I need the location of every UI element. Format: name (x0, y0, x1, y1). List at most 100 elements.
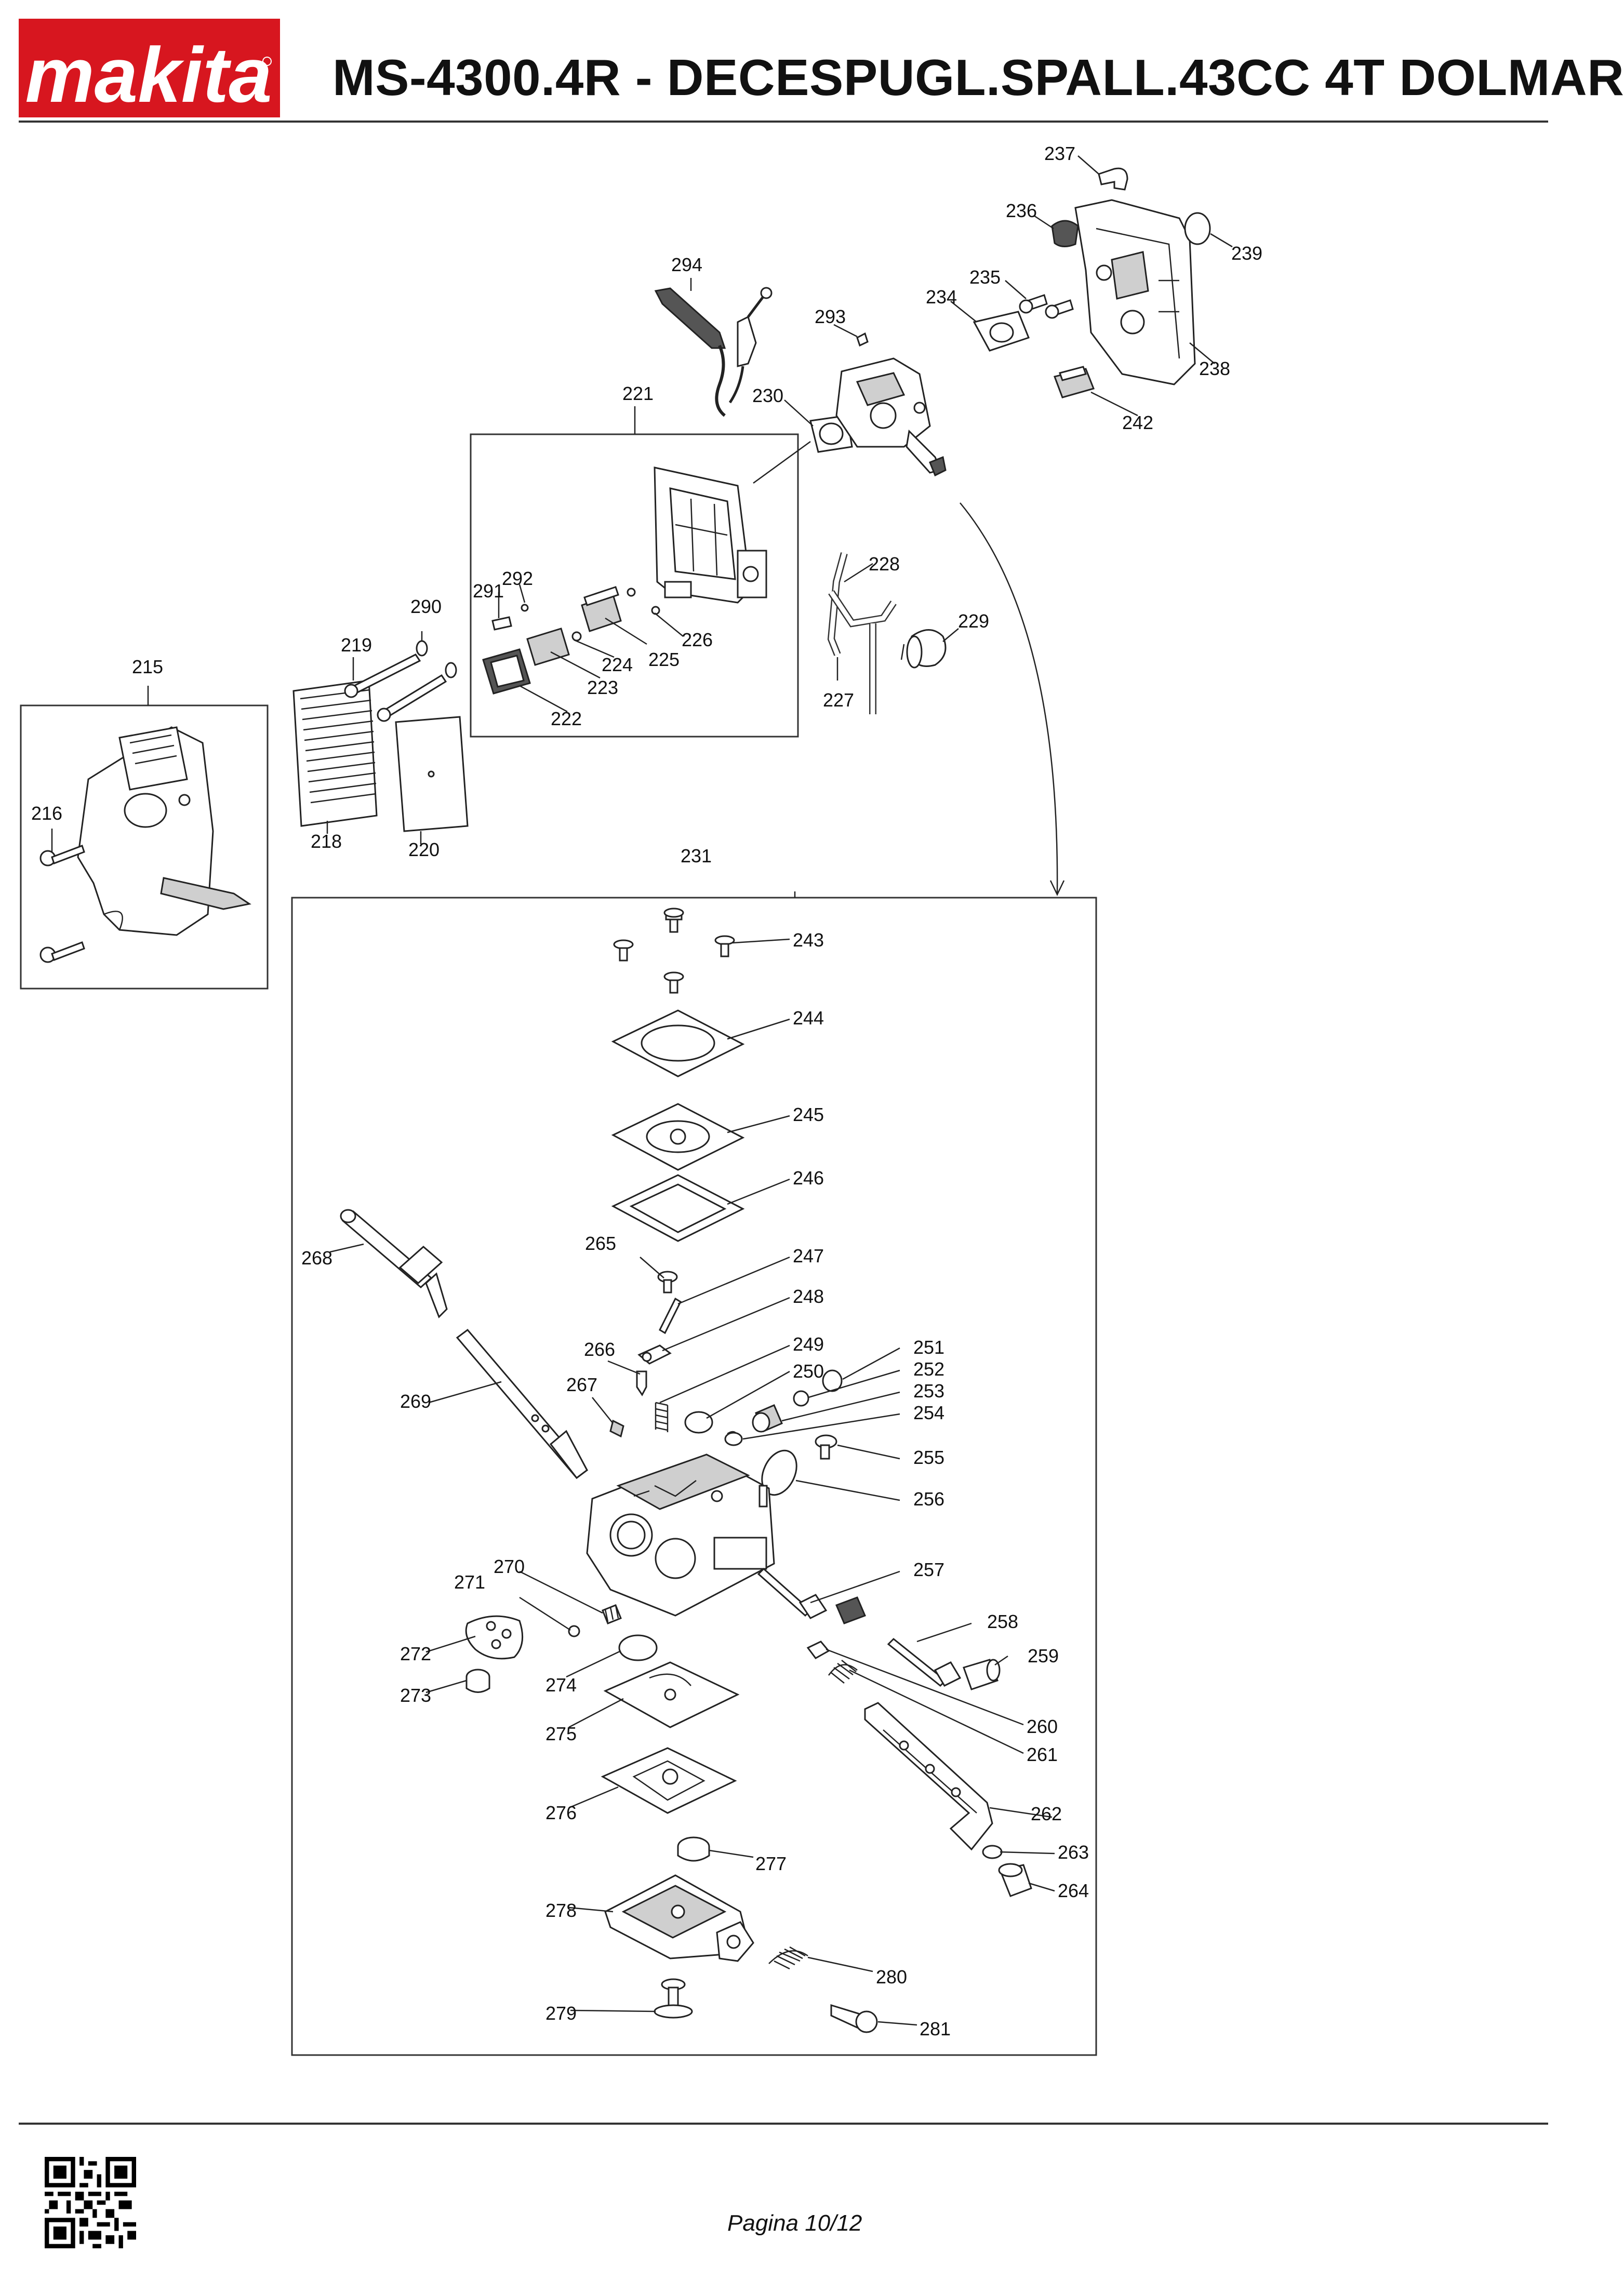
o-ring-239 (1184, 212, 1211, 245)
part-267 (609, 1419, 624, 1438)
part-label: 293 (815, 306, 846, 327)
part-label: 248 (793, 1286, 824, 1307)
screw-216 (39, 845, 85, 963)
makita-logo: makita (19, 19, 280, 118)
part-label: 215 (132, 656, 163, 677)
part-label: 236 (1006, 200, 1037, 221)
throttle-lever-262 (864, 1702, 993, 1851)
part-label: 238 (1199, 358, 1230, 379)
air-filter-218 (292, 679, 378, 827)
part-label: 290 (410, 596, 442, 617)
spring-249 (655, 1402, 669, 1432)
part-label: 280 (876, 1966, 907, 1988)
screw-255 (815, 1434, 837, 1460)
plug-253 (752, 1404, 783, 1433)
part-label: 235 (969, 266, 1001, 288)
part-label: 226 (682, 629, 713, 650)
part-label: 268 (301, 1247, 332, 1269)
part-label: 237 (1044, 143, 1075, 164)
exploded-parts-diagram: 215 216 218 219 220 221 222 223 224 225 … (20, 143, 1262, 2056)
lever-248 (637, 1344, 672, 1365)
part-label: 239 (1231, 243, 1262, 264)
part-label: 277 (755, 1853, 787, 1874)
part-label: 256 (913, 1488, 944, 1510)
throttle-shaft-269 (456, 1328, 589, 1479)
needle-266 (636, 1370, 647, 1396)
part-label: 270 (494, 1556, 525, 1577)
part-label: 222 (551, 708, 582, 729)
cap-273 (465, 1669, 490, 1693)
clip-260 (806, 1641, 830, 1659)
plate-272 (465, 1615, 524, 1660)
throttle-cable-294 (654, 287, 773, 417)
carburetor-box (291, 897, 1097, 2056)
screw-293 (856, 332, 869, 347)
ball-250 (793, 1390, 809, 1407)
air-cover-part (77, 726, 251, 936)
clip-242 (1054, 366, 1095, 398)
oring-252 (684, 1411, 713, 1434)
part-labels: 215 216 218 219 220 221 222 223 224 225 … (31, 143, 1262, 2039)
intake-insulator-234 (973, 311, 1030, 352)
part-label: 292 (502, 568, 533, 589)
part-label: 281 (920, 2018, 951, 2039)
part-label: 255 (913, 1447, 944, 1468)
part-label: 218 (311, 831, 342, 852)
spring-254 (724, 1431, 743, 1446)
part-label: 265 (585, 1233, 616, 1254)
pump-diaphragm-245 (611, 1103, 745, 1171)
part-label: 273 (400, 1685, 431, 1706)
part-label: 260 (1027, 1716, 1058, 1737)
metering-cover-278 (604, 1874, 754, 1962)
part-label: 223 (587, 677, 618, 698)
carburetor-assembly (835, 357, 947, 477)
part-label: 225 (648, 649, 680, 670)
needle-257 (757, 1567, 828, 1619)
fuel-tubes-227-228 (827, 552, 897, 714)
part-label: 247 (793, 1245, 824, 1266)
part-label: 219 (341, 634, 372, 656)
part-label: 278 (545, 1900, 577, 1921)
part-label: 294 (671, 254, 702, 275)
qr-code-icon (45, 2157, 136, 2248)
part-label: 243 (793, 929, 824, 951)
pump-cover-244 (611, 1009, 745, 1077)
page-title: MS-4300.4R - DECESPUGL.SPALL.43CC 4T DOL… (332, 49, 1624, 106)
spring-280 (768, 1946, 808, 1970)
part-label: 252 (913, 1358, 944, 1380)
pin-247 (659, 1297, 682, 1335)
screw-281 (830, 2004, 878, 2033)
spring-270 (602, 1604, 622, 1624)
part-label: 272 (400, 1643, 431, 1664)
part-label: 253 (913, 1380, 944, 1402)
screws-243 (613, 908, 735, 994)
part-236 (1051, 220, 1079, 247)
callout-arrow (960, 502, 1058, 894)
part-label: 244 (793, 1007, 824, 1029)
part-label: 224 (602, 654, 633, 675)
part-label: 231 (681, 845, 712, 866)
filter-pad-220 (395, 716, 469, 832)
page-number: Pagina 10/12 (727, 2210, 862, 2236)
part-label: 262 (1031, 1803, 1062, 1824)
part-label: 229 (958, 610, 989, 632)
cap-264 (998, 1863, 1032, 1897)
part-label: 249 (793, 1334, 824, 1355)
part-label: 263 (1058, 1842, 1089, 1863)
ball-271 (568, 1625, 580, 1637)
part-label: 254 (913, 1402, 944, 1423)
air-cover-box (20, 704, 269, 990)
part-label: 279 (545, 2003, 577, 2024)
air-cleaner-base-221 (654, 466, 767, 604)
screws-235 (1019, 294, 1074, 319)
part-label: 220 (408, 839, 440, 860)
screw-265 (657, 1271, 678, 1294)
part-label: 251 (913, 1337, 944, 1358)
part-label: 291 (473, 580, 504, 602)
part-label: 250 (793, 1361, 824, 1382)
part-label: 257 (913, 1559, 944, 1580)
header-rule (19, 121, 1548, 123)
part-label: 275 (545, 1723, 577, 1744)
insulator-housing-238 (1074, 199, 1196, 385)
elbow-237 (1098, 167, 1128, 191)
